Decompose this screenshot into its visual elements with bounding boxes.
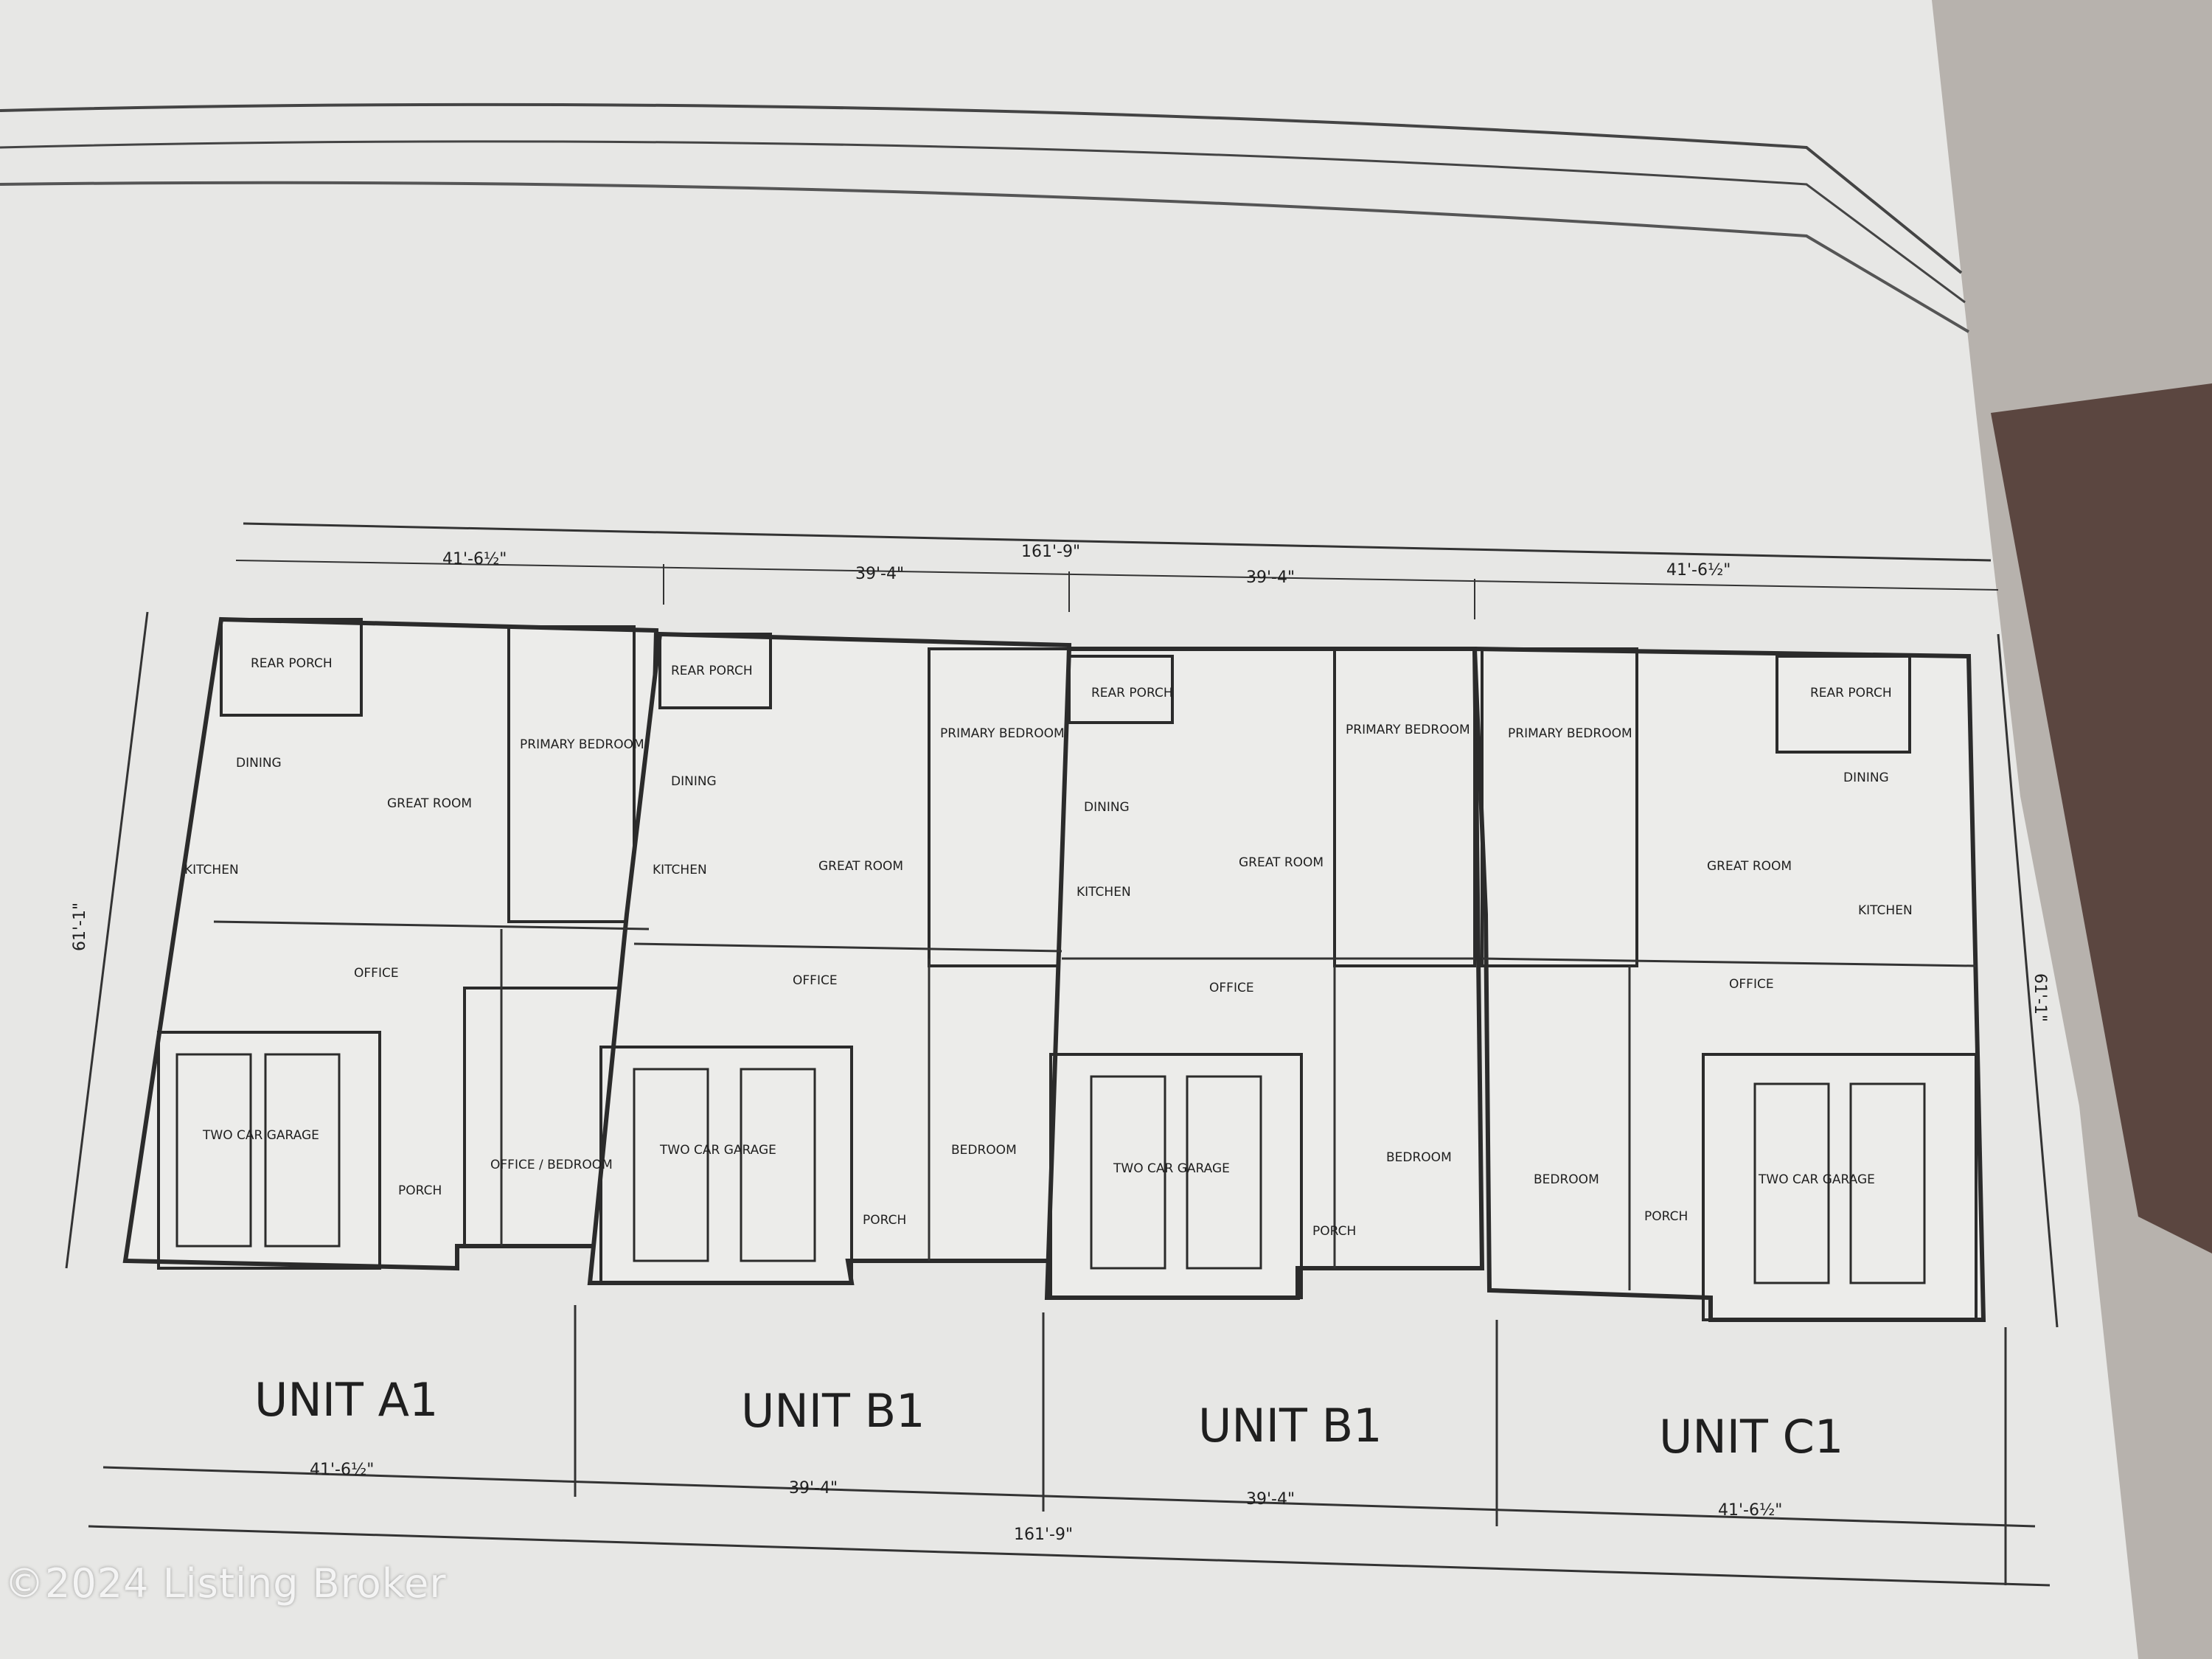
unit-b1a-width-top: 39'-4" [855,565,904,583]
b1a-room-office: OFFICE [793,973,838,988]
interior-walls [213,920,1977,1290]
unit-b1a-width-bottom: 39'-4" [789,1479,838,1498]
dim-depth-left: 61'-1" [71,902,89,951]
unit-c1-title: UNIT C1 [1659,1410,1843,1464]
b1b-room-primary-bedroom: PRIMARY BEDROOM [1346,723,1470,737]
b1a-room-rear-porch: REAR PORCH [671,664,753,678]
dim-overall-bottom: 161'-9" [1014,1526,1073,1544]
c1-room-rear-porch: REAR PORCH [1810,686,1892,700]
unit-b1b-width-bottom: 39'-4" [1246,1490,1295,1509]
unit-b1b-width-top: 39'-4" [1246,568,1295,587]
a1-room-rear-porch: REAR PORCH [251,656,333,671]
dim-depth-right: 61'-1" [2031,973,2049,1022]
listing-watermark: ©2024 Listing Broker [4,1560,447,1607]
overall-dimension-top [235,522,1999,619]
dim-overall-top: 161'-9" [1021,543,1080,561]
b1a-room-dining: DINING [671,774,717,789]
b1b-room-bedroom: BEDROOM [1386,1150,1452,1165]
a1-room-dining: DINING [236,756,282,771]
a1-room-office: OFFICE [354,966,399,981]
b1b-room-garage: TWO CAR GARAGE [1113,1161,1230,1176]
b1b-room-office: OFFICE [1209,981,1254,995]
c1-room-kitchen: KITCHEN [1858,903,1913,918]
b1a-room-primary-bedroom: PRIMARY BEDROOM [940,726,1065,741]
a1-room-porch: PORCH [398,1183,442,1198]
overall-dimension-bottom [88,1305,2051,1587]
c1-room-office: OFFICE [1729,977,1774,992]
b1a-room-garage: TWO CAR GARAGE [659,1143,776,1158]
b1a-room-kitchen: KITCHEN [653,863,707,877]
unit-b1a-title: UNIT B1 [741,1384,925,1438]
unit-c1-width-bottom: 41'-6½" [1718,1501,1782,1520]
a1-room-office-bedroom: OFFICE / BEDROOM [490,1158,613,1172]
b1b-room-rear-porch: REAR PORCH [1091,686,1173,700]
unit-a1-width-bottom: 41'-6½" [310,1461,374,1479]
b1a-room-great-room: GREAT ROOM [818,859,903,874]
unit-c1-width-top: 41'-6½" [1666,561,1731,580]
b1b-room-porch: PORCH [1312,1224,1356,1239]
chair-back [1991,383,2212,1253]
unit-c1-plan [1472,646,1986,1322]
c1-room-primary-bedroom: PRIMARY BEDROOM [1508,726,1632,741]
unit-b1b-title: UNIT B1 [1198,1399,1382,1453]
a1-room-great-room: GREAT ROOM [387,796,472,811]
b1b-room-dining: DINING [1084,800,1130,815]
b1a-room-porch: PORCH [863,1213,906,1228]
c1-room-dining: DINING [1843,771,1889,785]
c1-room-bedroom: BEDROOM [1534,1172,1599,1187]
a1-room-primary-bedroom: PRIMARY BEDROOM [520,737,644,752]
c1-room-porch: PORCH [1644,1209,1688,1224]
c1-room-garage: TWO CAR GARAGE [1758,1172,1875,1187]
b1a-room-bedroom: BEDROOM [951,1143,1017,1158]
unit-b1-plan-2 [1044,647,1485,1300]
a1-room-kitchen: KITCHEN [184,863,239,877]
b1b-room-great-room: GREAT ROOM [1239,855,1324,870]
c1-room-great-room: GREAT ROOM [1707,859,1792,874]
b1b-room-kitchen: KITCHEN [1077,885,1131,900]
unit-a1-width-top: 41'-6½" [442,550,507,568]
unit-a1-title: UNIT A1 [254,1373,438,1427]
a1-room-garage: TWO CAR GARAGE [202,1128,319,1143]
